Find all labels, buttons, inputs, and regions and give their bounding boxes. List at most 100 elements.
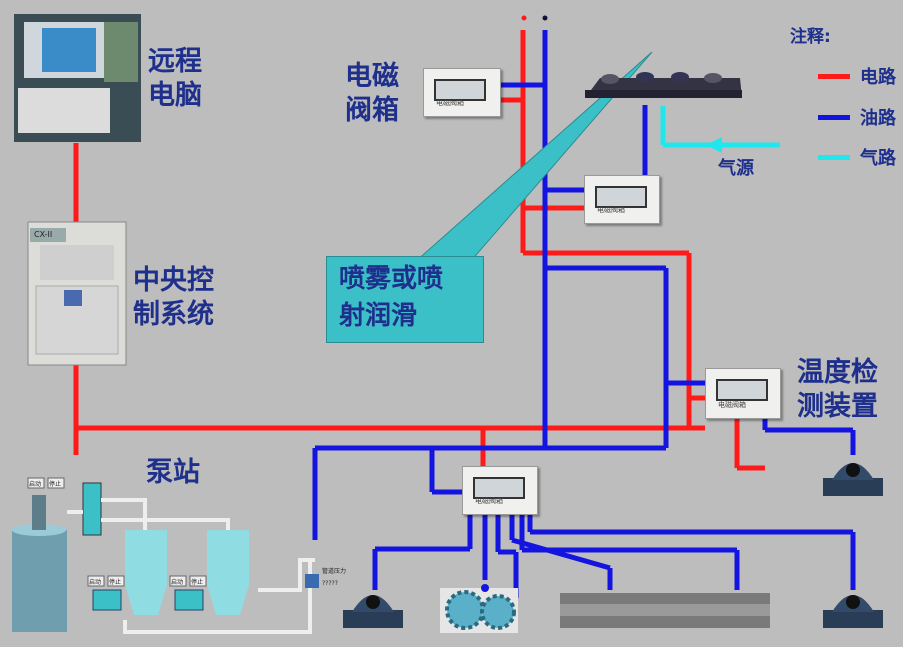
legend-item-oil: 油路	[818, 104, 896, 130]
label-remote-pc-line2: 电脑	[148, 80, 202, 111]
label-remote-pc: 远程 电脑	[148, 45, 202, 113]
pump-pipes	[67, 498, 315, 634]
label-central-line2: 制系统	[133, 299, 214, 330]
bearing-right-bottom	[823, 595, 883, 628]
valve-box-top-caption: 电磁阀箱	[436, 99, 464, 107]
pressure-gauge	[305, 574, 319, 588]
pump1-stop-btn	[107, 575, 125, 587]
label-central-line1: 中央控	[133, 265, 214, 296]
air-arrow	[706, 137, 722, 153]
drum-start-btn	[27, 477, 45, 489]
pump1-start-btn	[87, 575, 105, 587]
pump2-start-btn	[169, 575, 187, 587]
pump1-stop-text: 停止	[109, 579, 122, 586]
drum-stop-text: 停止	[49, 481, 62, 488]
valve-box-temp-caption: 电磁阀箱	[718, 401, 746, 409]
bearing-rt-base	[823, 478, 883, 496]
manifold-base	[585, 90, 742, 98]
label-temp-line2: 测装置	[797, 391, 878, 422]
label-air-source: 气源	[718, 158, 754, 179]
oil-drop	[481, 584, 489, 592]
cabinet-model-text: CX-II	[34, 230, 53, 239]
pump-tank-1-bottom	[125, 585, 167, 615]
pump-filter	[82, 482, 102, 536]
rail-2	[560, 604, 770, 616]
rail-3	[560, 616, 770, 628]
valve-box-main-screen	[473, 477, 525, 499]
drum-stop-btn	[47, 477, 65, 489]
spray-manifold	[585, 72, 742, 98]
drum-motor	[32, 495, 46, 530]
spray-callout: 喷雾或喷 射润滑	[326, 256, 484, 343]
power-terminal-dot	[521, 15, 527, 21]
central-cabinet-image	[27, 221, 127, 366]
bearing-left-base	[343, 610, 403, 628]
pump1-start-text: 启动	[89, 579, 102, 586]
oil-terminal-dot	[542, 15, 548, 21]
nozzle-4	[704, 73, 722, 83]
gear-left	[445, 590, 485, 630]
valve-box-mid: 电磁阀箱	[584, 175, 660, 224]
pump-tank-2	[207, 530, 249, 585]
callout-line2: 射润滑	[339, 301, 418, 331]
valve-box-temp-screen	[716, 379, 768, 401]
label-solenoid-line2: 阀箱	[345, 95, 399, 126]
pipe-filter-tank1	[101, 498, 147, 530]
label-solenoid-line1: 电磁	[345, 61, 399, 92]
bearing-right-top	[823, 463, 883, 496]
bearing-left	[343, 595, 403, 628]
pump-motor-2	[174, 589, 204, 611]
pipe-to-main	[258, 558, 315, 592]
valve-box-main: 电磁阀箱	[462, 466, 538, 515]
nozzle-1	[601, 74, 619, 84]
valve-box-temp: 电磁阀箱	[705, 368, 781, 419]
cabinet-panel-top	[40, 245, 114, 280]
pipe-filter-tank2	[101, 518, 230, 530]
pump2-start-text: 启动	[171, 579, 184, 586]
rail-1	[560, 593, 770, 604]
oil-drum	[12, 530, 67, 632]
legend-title: 注释:	[790, 27, 831, 47]
pump2-stop-btn	[189, 575, 207, 587]
bearing-rt-bore	[846, 463, 860, 477]
valve-box-mid-caption: 电磁阀箱	[597, 206, 625, 214]
legend-label-power: 电路	[860, 67, 896, 88]
bearing-rb-bore	[846, 595, 860, 609]
legend-swatch-power	[818, 73, 850, 79]
gear-right	[480, 594, 516, 630]
pump2-stop-text: 停止	[191, 579, 204, 586]
pc-panel	[104, 22, 138, 82]
label-solenoid-box: 电磁 阀箱	[345, 60, 399, 128]
pc-screen	[42, 28, 96, 72]
legend-swatch-air	[818, 154, 850, 160]
nozzle-2	[636, 72, 654, 82]
pipe-pressure-text: 管道压力	[322, 568, 347, 575]
bearing-rb-base	[823, 610, 883, 628]
legend-swatch-oil	[818, 114, 850, 120]
valve-box-mid-screen	[595, 186, 647, 208]
cabinet-header	[30, 228, 66, 242]
pressure-value-text: ?????	[322, 580, 338, 587]
label-temp-detect: 温度检 测装置	[797, 356, 878, 424]
oil-lines	[312, 30, 856, 598]
valve-box-top: 电磁阀箱	[423, 68, 501, 117]
gears-image	[440, 584, 518, 633]
legend-item-power: 电路	[818, 63, 896, 89]
valve-box-top-screen	[434, 79, 486, 101]
nozzle-3	[671, 72, 689, 82]
label-central-control: 中央控 制系统	[133, 264, 214, 332]
drum-start-text: 启动	[29, 481, 42, 488]
legend-item-air: 气路	[818, 144, 896, 170]
pipe-tanks-out	[123, 560, 312, 634]
pump-motor-1	[92, 589, 122, 611]
valve-box-main-caption: 电磁阀箱	[475, 497, 503, 505]
pump-tank-2-bottom	[207, 585, 249, 615]
guide-rails	[560, 593, 770, 628]
legend-label-air: 气路	[860, 148, 896, 169]
cabinet-logo	[64, 290, 82, 306]
label-pump-station: 泵站	[146, 457, 200, 488]
pump-station-image	[12, 477, 319, 634]
pc-case	[18, 88, 110, 133]
